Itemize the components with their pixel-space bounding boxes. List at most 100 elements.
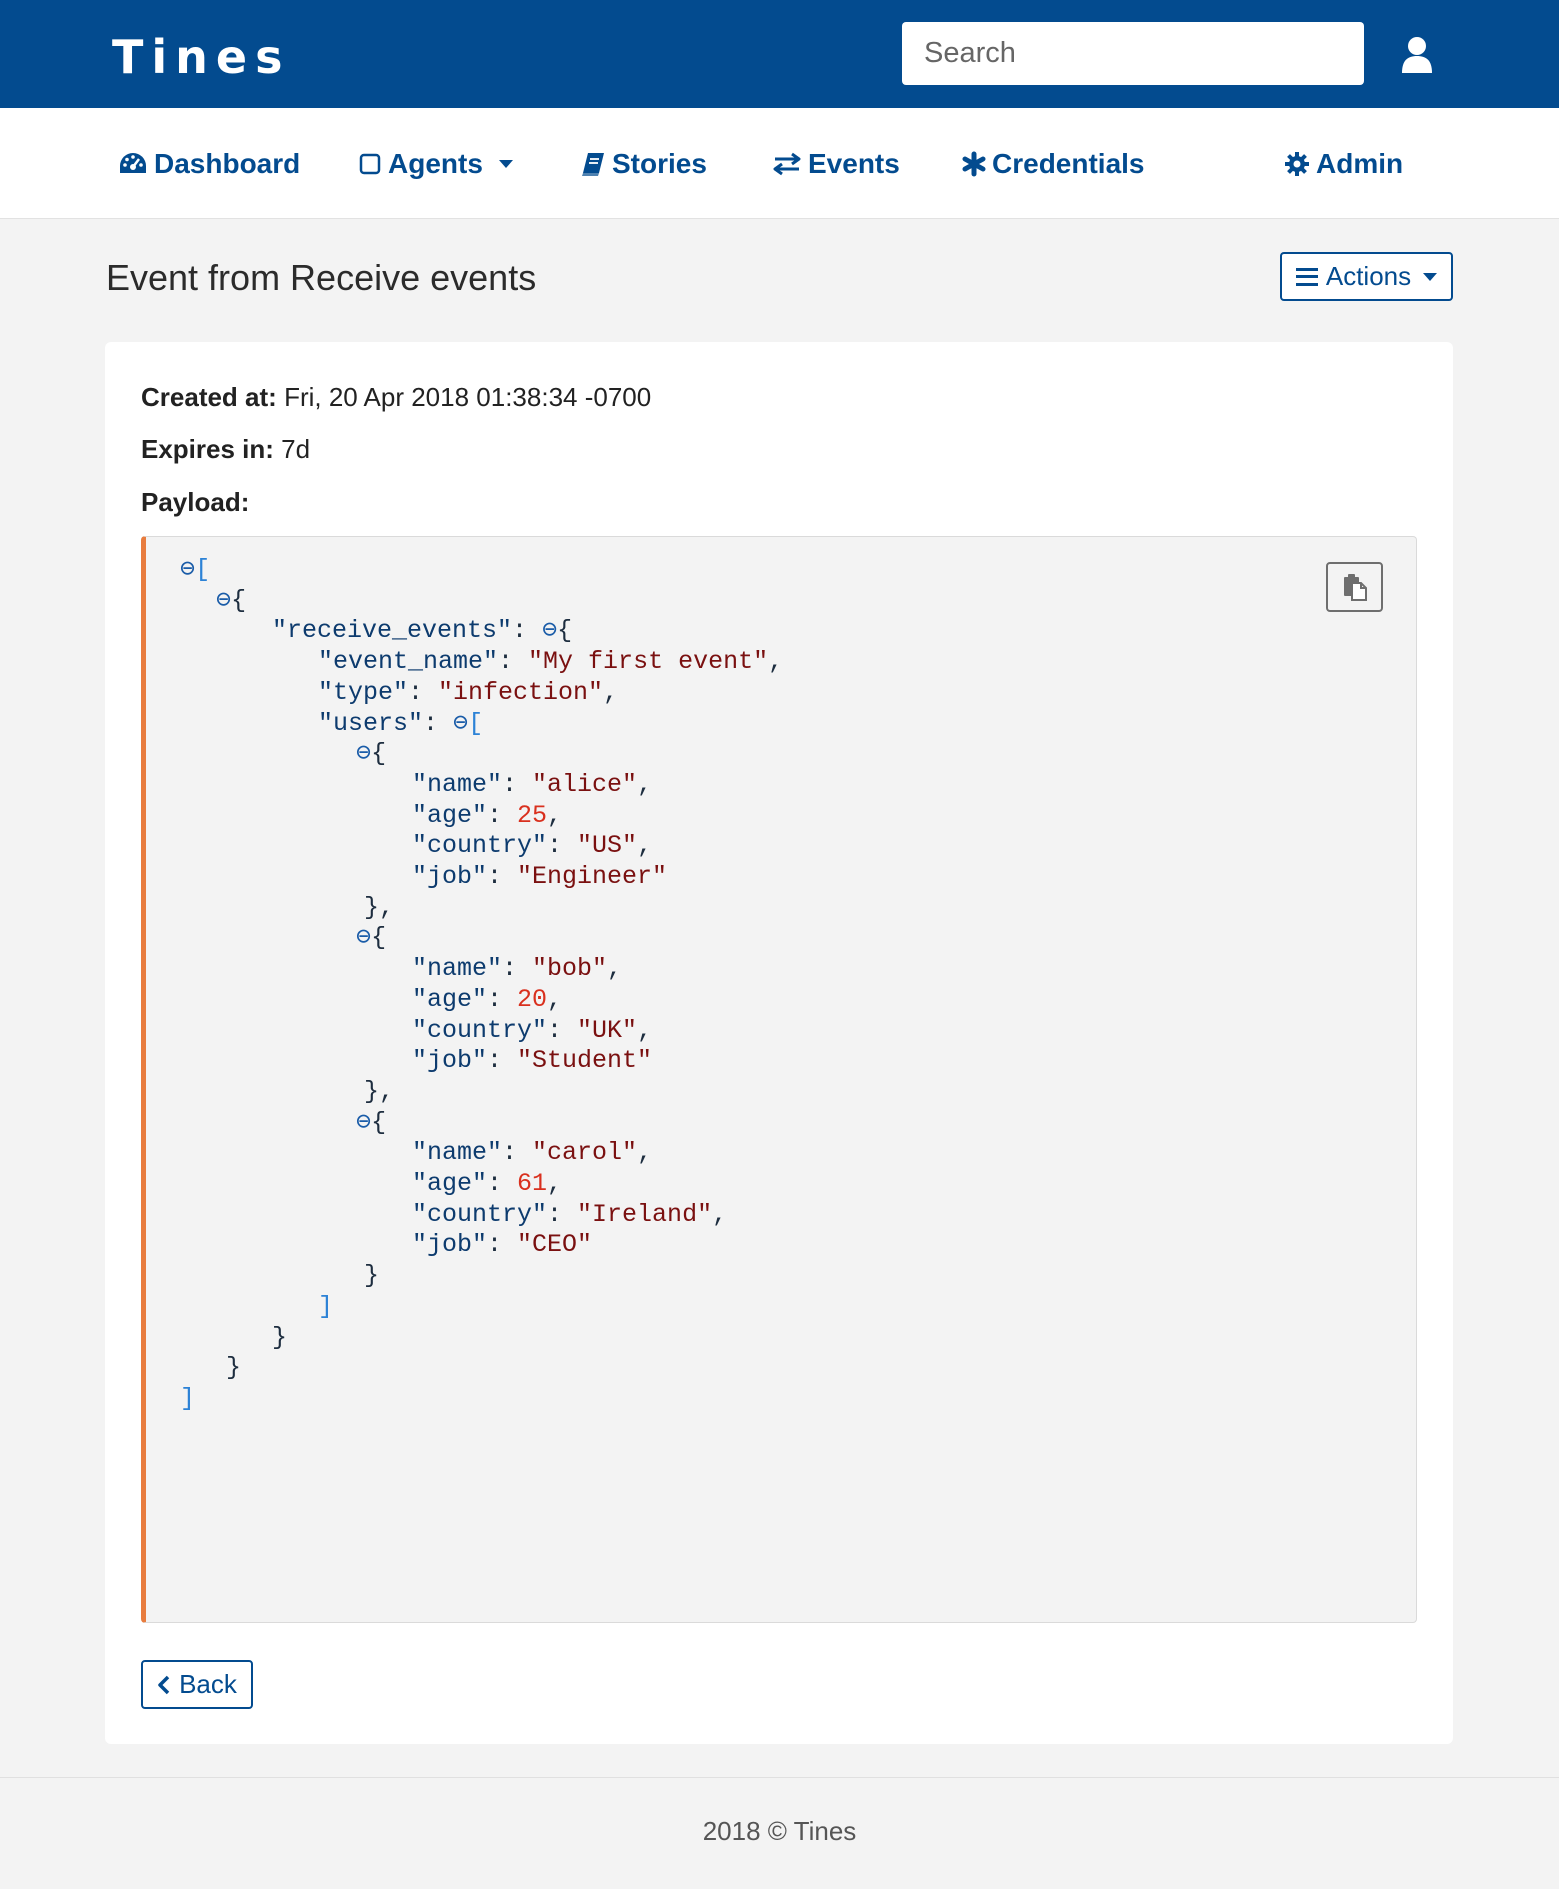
json-comma: , <box>637 1015 653 1045</box>
json-string-value: "US" <box>577 831 638 861</box>
json-colon: : <box>423 708 454 738</box>
json-key: "country" <box>412 831 548 861</box>
json-comma: , <box>547 800 563 830</box>
json-line: "event_name": "My first event", <box>318 647 783 677</box>
json-line: "users": ⊖[ <box>318 709 483 739</box>
back-button[interactable]: Back <box>141 1660 253 1709</box>
json-line: ⊖{ <box>356 923 386 953</box>
json-line: "age": 61, <box>412 1169 562 1199</box>
json-object-close: } <box>364 1076 380 1106</box>
collapse-toggle-icon[interactable]: ⊖ <box>453 708 469 738</box>
json-comma: , <box>379 1076 395 1106</box>
json-colon: : <box>487 1169 518 1198</box>
json-comma: , <box>547 984 563 1014</box>
back-label: Back <box>179 1669 237 1699</box>
search-input[interactable] <box>902 22 1364 85</box>
expires-in: Expires in: 7d <box>141 434 310 464</box>
json-key: "job" <box>412 862 488 891</box>
payload-viewer: ⊖[⊖{"receive_events": ⊖{"event_name": "M… <box>141 536 1417 1623</box>
top-bar: Tines <box>0 0 1559 108</box>
collapse-toggle-icon[interactable]: ⊖ <box>180 555 196 584</box>
json-line: }, <box>364 893 394 923</box>
json-key: "event_name" <box>318 647 499 677</box>
collapse-toggle-icon[interactable]: ⊖ <box>216 585 232 615</box>
asterisk-icon <box>962 151 986 177</box>
json-key: "country" <box>412 1015 548 1045</box>
collapse-toggle-icon[interactable]: ⊖ <box>356 1107 372 1137</box>
collapse-toggle-icon[interactable]: ⊖ <box>356 923 372 953</box>
json-line: "name": "alice", <box>412 770 652 800</box>
json-key: "country" <box>412 1199 548 1229</box>
json-string-value: "CEO" <box>517 1230 593 1260</box>
json-comma: , <box>637 831 653 861</box>
chevron-down-icon <box>1423 272 1438 281</box>
json-colon: : <box>502 1138 533 1168</box>
nav-dashboard-label: Dashboard <box>154 148 301 179</box>
json-array-close: ] <box>318 1291 334 1321</box>
nav-credentials-label: Credentials <box>992 148 1145 179</box>
tines-logo[interactable]: Tines <box>112 30 291 84</box>
square-icon <box>359 153 381 175</box>
json-colon: : <box>408 677 439 707</box>
exchange-icon <box>773 152 801 176</box>
json-key: "job" <box>412 1046 488 1076</box>
json-string-value: "infection" <box>438 677 604 707</box>
json-colon: : <box>487 1046 518 1076</box>
json-object-open: { <box>557 616 573 646</box>
nav-agents[interactable]: Agents <box>358 146 513 182</box>
json-key: "age" <box>412 800 488 830</box>
json-number-value: 20 <box>517 984 548 1014</box>
footer-divider <box>0 1777 1559 1778</box>
json-object-close: } <box>364 892 380 922</box>
json-key: "users" <box>318 708 424 738</box>
json-comma: , <box>547 1169 563 1198</box>
nav-admin-label: Admin <box>1316 148 1404 179</box>
json-object-close: } <box>272 1322 288 1352</box>
actions-label: Actions <box>1325 261 1412 291</box>
nav-admin[interactable]: Admin <box>1284 146 1403 182</box>
json-key: "name" <box>412 954 503 984</box>
json-key: "age" <box>412 984 488 1014</box>
payload-label: Payload: <box>141 487 250 517</box>
nav-dashboard[interactable]: Dashboard <box>118 146 300 182</box>
json-comma: , <box>607 954 623 984</box>
json-line: "country": "UK", <box>412 1016 652 1046</box>
json-array-open: [ <box>195 555 211 584</box>
json-key: "name" <box>412 769 503 799</box>
main-nav: Dashboard Agents Stories Events <box>0 108 1559 219</box>
user-icon[interactable] <box>1400 36 1434 74</box>
json-key: "name" <box>412 1138 503 1168</box>
json-line: ⊖{ <box>356 1108 386 1138</box>
json-comma: , <box>712 1199 728 1229</box>
json-string-value: "My first event" <box>528 647 769 677</box>
clipboard-icon <box>1343 574 1367 601</box>
nav-stories-label: Stories <box>612 148 707 179</box>
json-colon: : <box>547 1199 578 1229</box>
book-icon <box>582 153 604 176</box>
nav-events[interactable]: Events <box>772 146 900 182</box>
collapse-toggle-icon[interactable]: ⊖ <box>542 616 558 646</box>
json-colon: : <box>487 1230 518 1260</box>
json-line: ⊖{ <box>356 739 386 769</box>
expires-in-value: 7d <box>281 434 311 464</box>
collapse-toggle-icon[interactable]: ⊖ <box>356 739 372 769</box>
json-line: ] <box>318 1292 333 1322</box>
copy-button[interactable] <box>1326 562 1383 612</box>
nav-events-label: Events <box>808 148 900 179</box>
json-object-close: } <box>364 1261 380 1291</box>
json-line: } <box>364 1261 379 1291</box>
json-comma: , <box>379 892 395 922</box>
json-string-value: "carol" <box>532 1138 638 1168</box>
json-array-close: ] <box>180 1383 196 1413</box>
json-key: "receive_events" <box>272 616 513 646</box>
footer: 2018 © Tines <box>702 1816 857 1846</box>
json-line: "receive_events": ⊖{ <box>272 616 572 646</box>
actions-button[interactable]: Actions <box>1280 252 1453 301</box>
json-string-value: "bob" <box>532 954 608 984</box>
nav-credentials[interactable]: Credentials <box>962 146 1145 182</box>
json-line: "name": "bob", <box>412 954 622 984</box>
json-colon: : <box>498 647 529 677</box>
menu-icon <box>1295 267 1318 286</box>
nav-stories[interactable]: Stories <box>580 146 707 182</box>
json-colon: : <box>487 800 518 830</box>
